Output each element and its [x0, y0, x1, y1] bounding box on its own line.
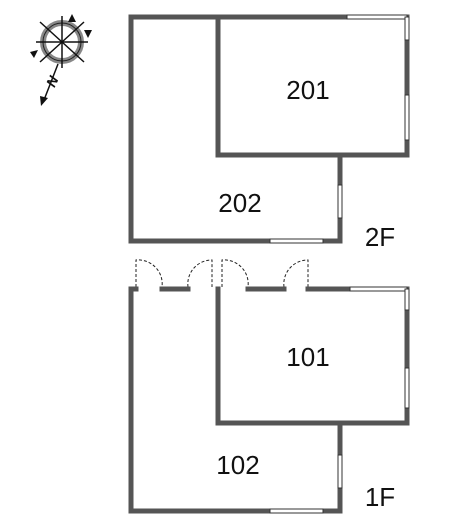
floor-label-2f: 2F: [365, 222, 395, 252]
north-label: N: [43, 73, 62, 90]
door-swing-101-a: [221, 259, 249, 288]
window-1f-right-lower: [404, 367, 410, 409]
unit-label-102: 102: [216, 450, 259, 480]
floor-label-1f: 1F: [365, 482, 395, 512]
window-2f-right-lower: [404, 94, 410, 141]
door-swing-102-a: [135, 259, 163, 288]
window-202-right: [337, 184, 343, 219]
window-1f-top: [349, 286, 408, 292]
compass-rose-icon: [30, 14, 92, 106]
door-swing-101-b: [283, 259, 309, 288]
floor-2f-plan: [128, 14, 410, 244]
unit-label-201: 201: [286, 75, 329, 105]
unit-label-101: 101: [286, 342, 329, 372]
window-2f-right-upper: [404, 16, 410, 41]
floor-1f-plan: [128, 259, 410, 514]
window-102-bottom: [269, 508, 324, 514]
window-102-right: [337, 454, 343, 489]
door-swing-102-b: [187, 259, 213, 288]
window-202-bottom: [269, 238, 324, 244]
window-1f-right-upper: [404, 288, 410, 311]
unit-label-202: 202: [218, 188, 261, 218]
window-2f-top: [346, 14, 408, 20]
